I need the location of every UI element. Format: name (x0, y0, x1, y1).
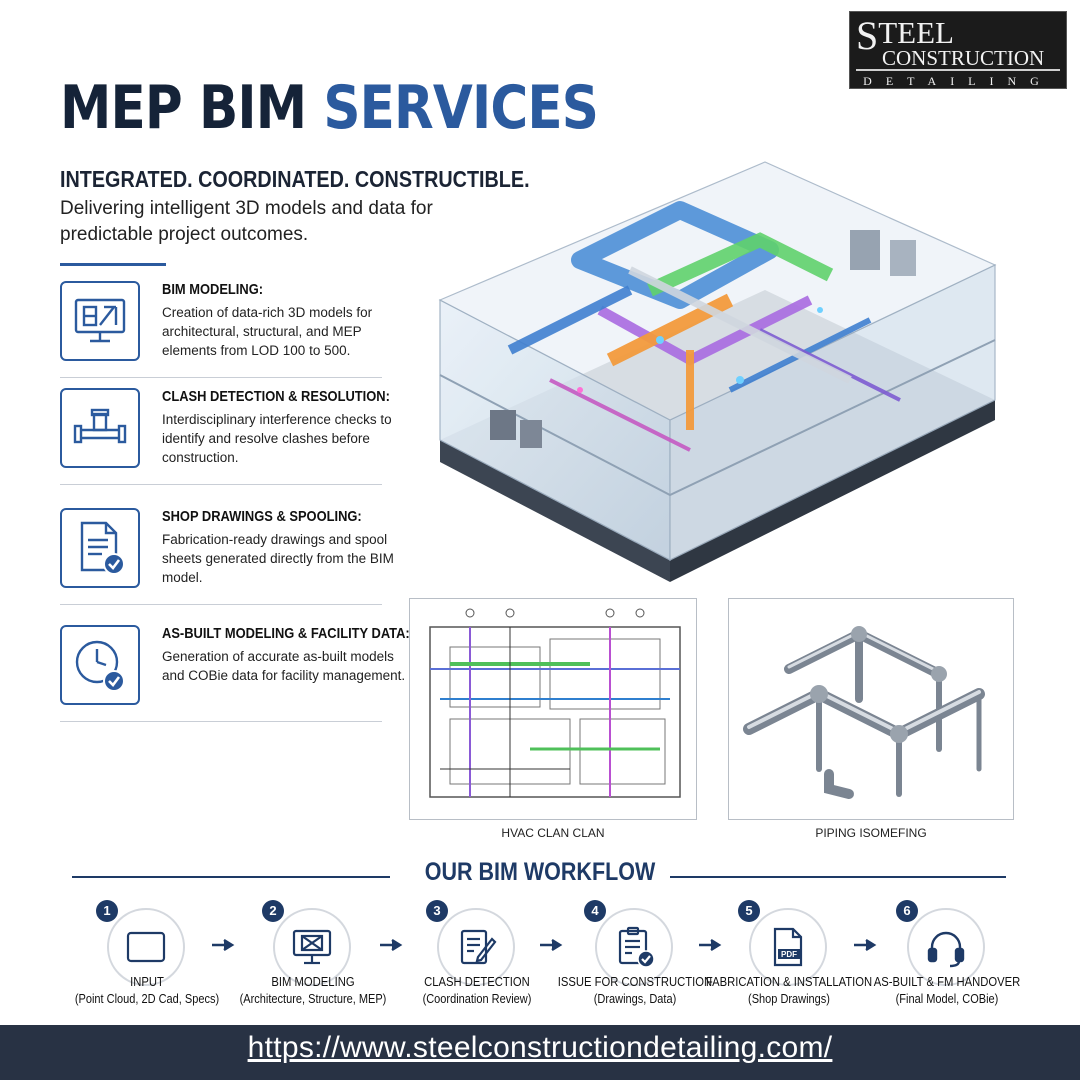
pdf-icon-text: PDF (781, 950, 797, 959)
service-description: Interdisciplinary interference checks to… (162, 412, 392, 465)
step-number: 2 (262, 900, 284, 922)
step-sublabel: (Architecture, Structure, MEP) (239, 992, 387, 1006)
service-clash-detection: CLASH DETECTION & RESOLUTION: Interdisci… (60, 388, 392, 500)
arrow-right-icon (854, 938, 877, 952)
title-part-1: MEP BIM (60, 73, 324, 143)
divider (60, 484, 382, 485)
tablet-icon (107, 908, 185, 986)
step-sublabel: (Drawings, Data) (593, 992, 677, 1006)
step-label: CLASH DETECTION (424, 975, 530, 989)
pipe-icon (60, 388, 140, 468)
accent-rule (60, 263, 166, 266)
title-part-2: SERVICES (323, 73, 599, 143)
subtitle: Delivering intelligent 3D models and dat… (60, 198, 433, 245)
step-number: 5 (738, 900, 760, 922)
workflow-step-6: 6 AS-BUILT & FM HANDOVER (Final Model, C… (862, 898, 1032, 1018)
page-title: MEP BIM SERVICES (60, 73, 599, 143)
step-label: ISSUE FOR CONSTRUCTION (557, 975, 713, 989)
logo-word-detailing: DETAILING (863, 74, 1053, 88)
service-shop-drawings: SHOP DRAWINGS & SPOOLING: Fabrication-re… (60, 508, 394, 620)
step-number: 3 (426, 900, 448, 922)
workflow-step-4: 4 ISSUE FOR CONSTRUCTION (Drawings, Data… (550, 898, 720, 1018)
logo-divider (856, 69, 1060, 71)
step-sublabel: (Coordination Review) (422, 992, 532, 1006)
step-sublabel: (Final Model, COBie) (895, 992, 999, 1006)
logo-word-steel: TEEL (878, 15, 954, 50)
workflow-step-3: 3 CLASH DETECTION (Coordination Review) (392, 898, 562, 1018)
hvac-plan-drawing (409, 598, 697, 820)
logo-initial: S (856, 13, 879, 58)
step-sublabel: (Shop Drawings) (748, 992, 830, 1006)
divider (60, 721, 382, 722)
service-description: Generation of accurate as-built models a… (162, 649, 406, 683)
piping-isometric-caption: PIPING ISOMEFING (815, 826, 927, 840)
step-number: 4 (584, 900, 606, 922)
arrow-right-icon (540, 938, 563, 952)
workflow-step-5: PDF 5 FABRICATION & INSTALLATION (Shop D… (704, 898, 874, 1018)
workflow-rule-left (72, 876, 390, 878)
service-title: SHOP DRAWINGS & SPOOLING: (162, 508, 362, 525)
divider (60, 377, 382, 378)
service-bim-modeling: BIM MODELING: Creation of data-rich 3D m… (60, 281, 382, 393)
workflow-step-1: 1 INPUT (Point Cloud, 2D Cad, Specs) (62, 898, 232, 1018)
step-label: INPUT (130, 975, 164, 989)
edit-document-icon (437, 908, 515, 986)
building-3d-illustration (438, 161, 997, 582)
clock-check-icon (60, 625, 140, 705)
workflow-step-2: 2 BIM MODELING (Architecture, Structure,… (228, 898, 398, 1018)
divider (60, 604, 382, 605)
hvac-plan-caption: HVAC CLAN CLAN (501, 826, 605, 840)
monitor-model-icon (273, 908, 351, 986)
headset-icon (907, 908, 985, 986)
step-label: FABRICATION & INSTALLATION (705, 975, 873, 989)
workflow-rule-right (670, 876, 1006, 878)
arrow-right-icon (699, 938, 722, 952)
step-number: 6 (896, 900, 918, 922)
arrow-right-icon (212, 938, 235, 952)
monitor-icon (60, 281, 140, 361)
service-description: Fabrication-ready drawings and spool she… (162, 532, 394, 585)
service-as-built: AS-BUILT MODELING & FACILITY DATA: Gener… (60, 625, 410, 737)
step-sublabel: (Point Cloud, 2D Cad, Specs) (74, 992, 220, 1006)
step-label: AS-BUILT & FM HANDOVER (873, 975, 1021, 989)
service-title: CLASH DETECTION & RESOLUTION: (162, 388, 390, 405)
step-number: 1 (96, 900, 118, 922)
workflow-title: OUR BIM WORKFLOW (424, 858, 656, 886)
service-description: Creation of data-rich 3D models for arch… (162, 305, 373, 358)
footer-bar (0, 1025, 1080, 1080)
piping-isometric-drawing (728, 598, 1014, 820)
logo-word-construction: CONSTRUCTION (882, 46, 1045, 70)
tagline: INTEGRATED. COORDINATED. CONSTRUCTIBLE. (60, 166, 530, 192)
arrow-right-icon (380, 938, 403, 952)
clipboard-check-icon (595, 908, 673, 986)
service-title: AS-BUILT MODELING & FACILITY DATA: (162, 625, 410, 642)
company-logo: STEEL CONSTRUCTION DETAILING (849, 11, 1067, 89)
step-label: BIM MODELING (271, 975, 355, 989)
website-link[interactable]: https://www.steelconstructiondetailing.c… (247, 1031, 833, 1064)
pdf-icon: PDF (749, 908, 827, 986)
document-check-icon (60, 508, 140, 588)
service-title: BIM MODELING: (162, 281, 264, 298)
